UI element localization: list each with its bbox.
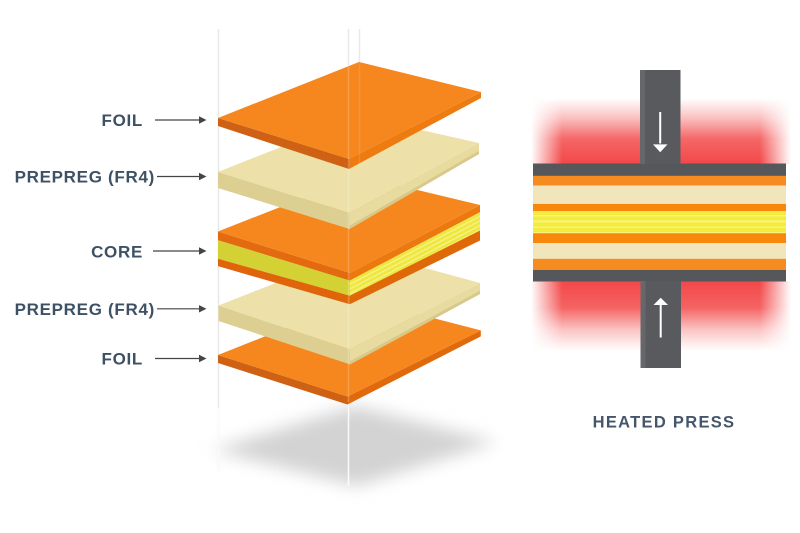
svg-text:HEATED PRESS: HEATED PRESS — [593, 414, 736, 432]
svg-text:PREPREG (FR4): PREPREG (FR4) — [15, 300, 155, 319]
svg-text:PREPREG (FR4): PREPREG (FR4) — [15, 168, 155, 187]
svg-text:FOIL: FOIL — [101, 350, 143, 369]
svg-text:CORE: CORE — [91, 243, 143, 262]
svg-text:FOIL: FOIL — [101, 111, 143, 130]
